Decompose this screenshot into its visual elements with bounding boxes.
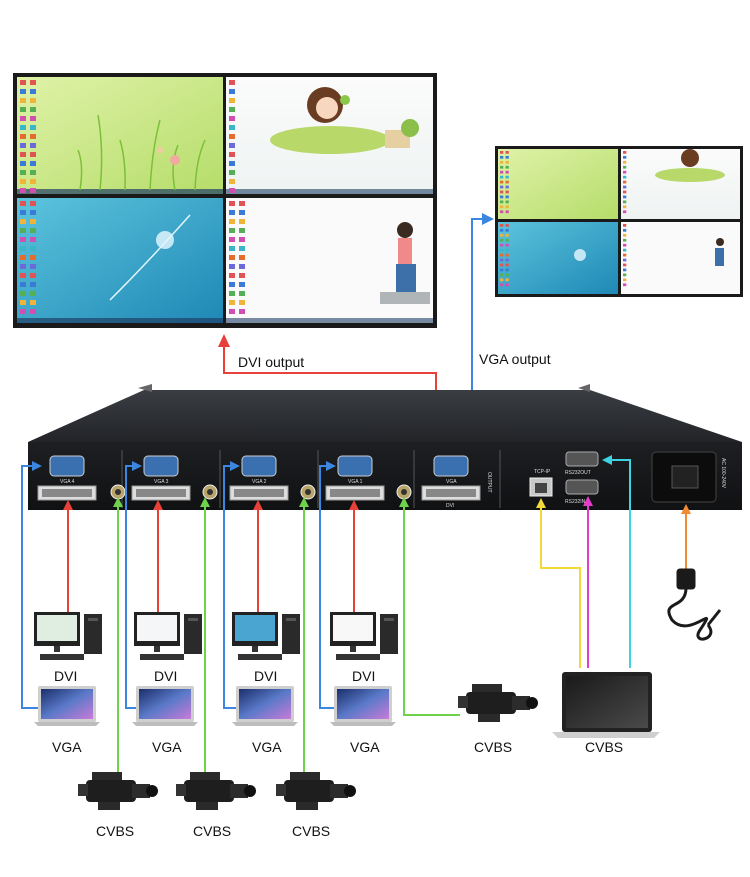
dvi-output-arrow	[218, 334, 230, 347]
vga-line-2	[125, 465, 143, 709]
cvbs-source-label-2: CVBS	[193, 823, 231, 839]
desktop-pc-4	[330, 612, 398, 660]
screen-quadrant-1	[17, 77, 223, 194]
cvbs-source-label-3: CVBS	[292, 823, 330, 839]
power-cable	[667, 568, 722, 641]
vga-line-3	[223, 465, 243, 709]
port-label-vga-3: VGA 3	[154, 479, 169, 485]
desktop-pc-1	[34, 612, 102, 660]
cvbs-source-label-4: CVBS	[474, 739, 512, 755]
dvi-source-label-3: DVI	[254, 668, 277, 684]
input-module-3: VGA 3	[131, 455, 218, 501]
rs232in-label: RS232IN	[565, 499, 586, 505]
port-label-vga-1: VGA 1	[348, 479, 363, 485]
output-module: VGA DVI OUTPUT	[421, 455, 492, 509]
laptop-3	[232, 686, 298, 726]
rs232out-label: RS232OUT	[565, 470, 591, 476]
laptop-2	[132, 686, 198, 726]
desktop-pc-3	[232, 612, 300, 660]
power-label: AC 100-240V	[720, 458, 726, 489]
vga-line-4	[319, 465, 340, 709]
laptop-1	[34, 686, 100, 726]
video-camera-3	[276, 772, 356, 810]
vga-line-1	[21, 465, 45, 709]
control-ports: TCP-IP RS232OUT RS232IN AC 100-240V	[529, 451, 726, 505]
vga-output-line	[471, 218, 483, 457]
rs232out-line	[610, 459, 631, 668]
main-display-wall	[13, 73, 437, 328]
input-module-2: VGA 2	[229, 455, 316, 501]
dvi-source-label-2: DVI	[154, 668, 177, 684]
port-label-vga-4: VGA 4	[60, 479, 75, 485]
dvi-source-label-4: DVI	[352, 668, 375, 684]
output-dvi-label: DVI	[446, 503, 454, 509]
tcpip-label: TCP-IP	[534, 469, 551, 475]
vga-source-label-4: VGA	[350, 739, 380, 755]
port-label-vga-2: VGA 2	[252, 479, 267, 485]
screen-quadrant-3	[17, 198, 223, 323]
cvbs-source-label-1: CVBS	[96, 823, 134, 839]
input-module-4: VGA 4	[37, 455, 126, 501]
control-laptop	[552, 672, 660, 738]
video-camera-2	[176, 772, 256, 810]
video-camera-1	[78, 772, 158, 810]
dvi-output-label: DVI output	[238, 354, 304, 370]
secondary-display-wall	[495, 146, 743, 297]
input-module-1: VGA 1	[325, 455, 412, 501]
vga-output-label: VGA output	[479, 351, 551, 367]
desktop-pc-2	[134, 612, 202, 660]
laptop-4	[330, 686, 396, 726]
tcpip-line	[540, 506, 581, 668]
vga-source-label-1: VGA	[52, 739, 82, 755]
dvi-source-label-1: DVI	[54, 668, 77, 684]
control-laptop-label: CVBS	[585, 739, 623, 755]
input-connection-lines	[21, 455, 691, 775]
vga-output-arrow	[482, 213, 494, 225]
cvbs-line-4	[403, 505, 460, 716]
output-port-label: VGA	[446, 479, 457, 485]
video-camera-4	[458, 684, 538, 722]
vga-source-label-2: VGA	[152, 739, 182, 755]
vga-source-label-3: VGA	[252, 739, 282, 755]
output-tag: OUTPUT	[486, 472, 492, 493]
